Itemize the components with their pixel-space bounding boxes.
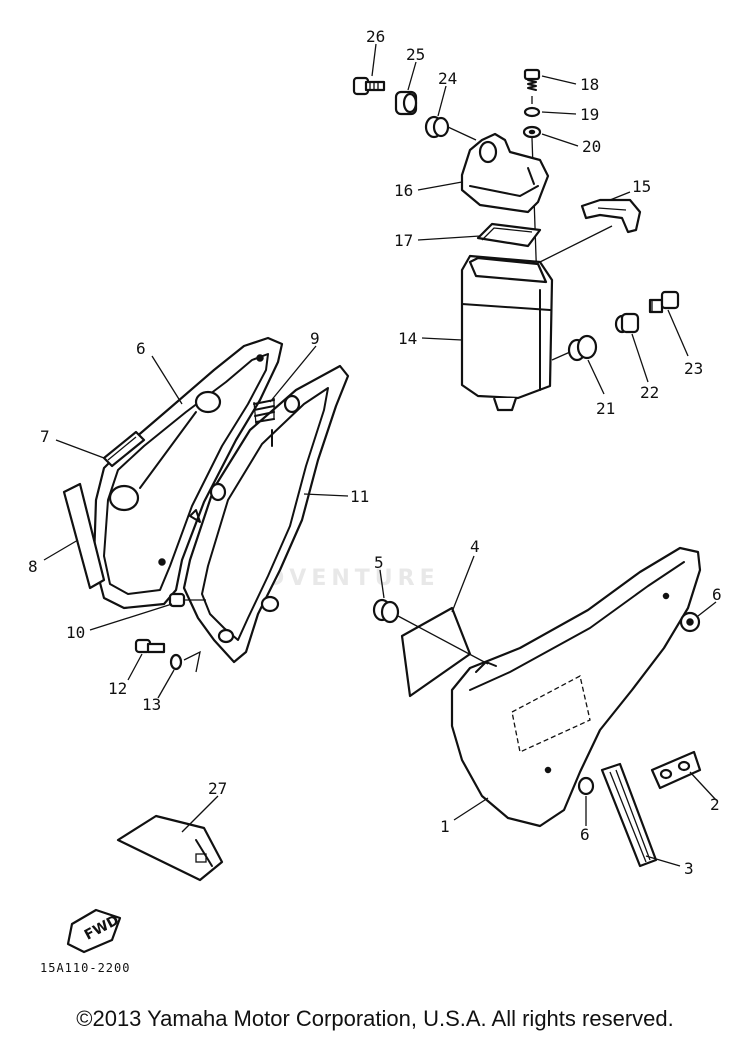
callout-23: 22 (640, 383, 659, 402)
part-15-battery[interactable] (460, 254, 554, 412)
callout-2: 2 (710, 795, 720, 814)
part-22-grommet[interactable] (551, 334, 598, 362)
callout-19: 18 (580, 75, 599, 94)
callout-11: 10 (66, 623, 85, 642)
part-26-collar[interactable] (394, 90, 418, 116)
part-8-emblem[interactable] (102, 430, 146, 468)
callout-numbers: 26 25 24 18 19 20 16 17 14 15 21 22 23 6… (28, 27, 722, 878)
callout-25: 24 (438, 69, 457, 88)
callout-21: 20 (582, 137, 601, 156)
callout-6-lower: 6 (580, 825, 590, 844)
part-23-collar[interactable] (614, 312, 640, 334)
left-side-assembly (62, 336, 350, 673)
part-14-washer[interactable] (169, 650, 201, 673)
callout-12: 11 (350, 487, 369, 506)
callout-15: 14 (398, 329, 417, 348)
part-6-grommet-lower[interactable] (577, 776, 595, 796)
right-side-assembly (372, 546, 702, 868)
callout-14: 13 (142, 695, 161, 714)
callout-28: 27 (208, 779, 227, 798)
part-5-grommet[interactable] (372, 598, 489, 665)
callout-18: 17 (394, 231, 413, 250)
part-13-bolt[interactable] (134, 638, 166, 654)
part-27-bolt[interactable] (352, 76, 386, 96)
part-20-lock-washer[interactable] (523, 106, 541, 118)
part-18-pad[interactable] (476, 222, 542, 248)
part-2-emblem[interactable] (650, 750, 702, 790)
callout-13: 12 (108, 679, 127, 698)
drawing-code: 15A110-2200 (40, 961, 130, 975)
part-21-washer[interactable] (522, 125, 542, 139)
part-28-plate[interactable] (116, 814, 224, 882)
callout-26: 25 (406, 45, 425, 64)
fwd-arrow-icon: FWD (66, 908, 122, 954)
part-6-grommet-upper[interactable] (679, 611, 701, 633)
callout-6-upper: 6 (712, 585, 722, 604)
callout-8: 7 (40, 427, 50, 446)
part-10-spring[interactable] (253, 398, 275, 425)
callout-4: 4 (470, 537, 480, 556)
part-12-bracket[interactable] (182, 364, 350, 664)
callout-20: 19 (580, 105, 599, 124)
part-17-battery-cover[interactable] (460, 132, 550, 214)
callout-24: 23 (684, 359, 703, 378)
part-3-strip[interactable] (600, 762, 658, 868)
part-11-clip[interactable] (168, 592, 206, 608)
callout-27: 26 (366, 27, 385, 46)
callout-9: 8 (28, 557, 38, 576)
callout-3: 3 (684, 859, 694, 878)
callout-22: 21 (596, 399, 615, 418)
callout-17: 16 (394, 181, 413, 200)
callout-16: 15 (632, 177, 651, 196)
copyright-notice: ©2013 Yamaha Motor Corporation, U.S.A. A… (76, 1006, 674, 1031)
callout-5: 5 (374, 553, 384, 572)
callout-7: 6 (136, 339, 146, 358)
part-24-bolt[interactable] (648, 290, 680, 314)
battery-assembly (352, 68, 680, 412)
part-25-grommet[interactable] (424, 115, 477, 141)
part-16-strap[interactable] (580, 198, 642, 234)
callout-1: 1 (440, 817, 450, 836)
part-9-strip[interactable] (62, 482, 106, 590)
part-19-screw[interactable] (523, 68, 541, 91)
part-7-side-cover-left[interactable] (92, 336, 284, 610)
leader-lines (43, 43, 717, 867)
callout-10: 9 (310, 329, 320, 348)
